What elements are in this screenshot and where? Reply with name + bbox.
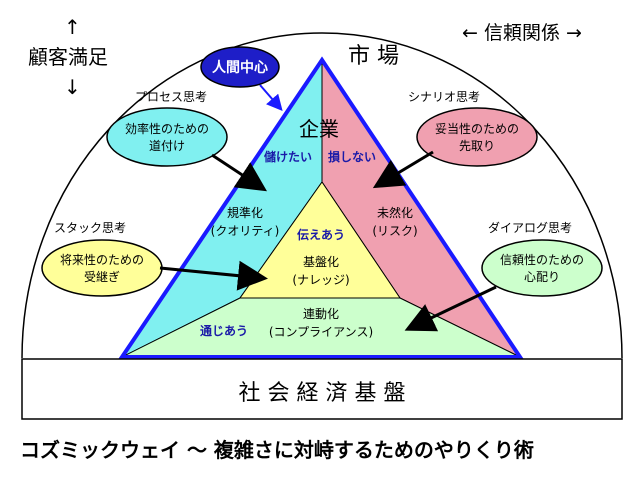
base-label: 社 会 経 済 基 盤 bbox=[238, 381, 406, 406]
profit-want-label: 儲けたい bbox=[264, 150, 313, 164]
no-loss-label: 損しない bbox=[328, 150, 377, 164]
human-centered-arrow bbox=[259, 84, 283, 112]
customer-satisfaction: ↑ 顧客満足 ↓ bbox=[18, 12, 118, 102]
market-dome bbox=[21, 32, 623, 359]
bubble-validity-line2: 先取り bbox=[458, 139, 495, 153]
human-centered-label: 人間中心 bbox=[212, 60, 268, 76]
bubble-future-line2: 受継ぎ bbox=[83, 270, 120, 284]
standardization-sub: (クオリティ) bbox=[210, 224, 280, 238]
bubble-trust-line1: 信頼性のための bbox=[499, 253, 584, 267]
coordination-sub: (コンプライアンス) bbox=[268, 325, 374, 339]
standardization-text: 規準化 (クオリティ) bbox=[200, 204, 290, 240]
foundation-text: 基盤化 (ナレッジ) bbox=[276, 253, 366, 289]
stack-thinking-label: スタック思考 bbox=[54, 221, 127, 235]
enterprise-label: 企業 bbox=[299, 117, 339, 141]
bubble-trust-text: 信頼性のための 心配り bbox=[482, 252, 602, 286]
arrow-efficiency bbox=[211, 153, 268, 192]
foundation-title: 基盤化 bbox=[302, 255, 339, 269]
up-arrow-icon: ↑ bbox=[64, 15, 81, 39]
down-arrow-icon: ↓ bbox=[64, 75, 81, 99]
right-arrow-icon: → bbox=[566, 22, 582, 44]
base-box bbox=[21, 358, 623, 420]
scenario-thinking-label: シナリオ思考 bbox=[408, 90, 481, 104]
bubble-trust bbox=[481, 239, 603, 297]
human-centered-ellipse bbox=[200, 46, 280, 88]
center-section-knowledge bbox=[239, 181, 401, 299]
arrow-future bbox=[159, 260, 268, 291]
bubble-validity bbox=[416, 107, 538, 167]
coordination-text: 連動化 (コンプライアンス) bbox=[256, 305, 386, 341]
left-arrow-icon: ← bbox=[462, 22, 478, 44]
arrow-validity bbox=[372, 150, 434, 189]
process-thinking-label: プロセス思考 bbox=[135, 90, 208, 104]
trust-relation-label: 信頼関係 bbox=[483, 22, 560, 44]
connect-label: 通じあう bbox=[200, 324, 249, 338]
bubble-efficiency-line1: 効率性のための bbox=[124, 122, 209, 136]
bubble-trust-line2: 心配り bbox=[523, 270, 560, 284]
bubble-validity-line1: 妥当性のための bbox=[434, 122, 519, 136]
prevention-text: 未然化 (リスク) bbox=[350, 204, 440, 240]
standardization-title: 規準化 bbox=[226, 206, 263, 220]
bubble-efficiency bbox=[106, 107, 228, 167]
prevention-title: 未然化 bbox=[376, 206, 413, 220]
bubble-future-text: 将来性のための 受継ぎ bbox=[42, 252, 162, 286]
footer-title: コズミックウェイ ～ 複雑さに対峙するためのやりくり術 bbox=[20, 438, 534, 462]
bubble-efficiency-line2: 道付け bbox=[148, 139, 185, 153]
customer-satisfaction-label: 顧客満足 bbox=[28, 45, 108, 69]
arrow-trust bbox=[404, 285, 497, 332]
foundation-sub: (ナレッジ) bbox=[292, 273, 350, 287]
trust-relation: ← 信頼関係 → bbox=[462, 18, 582, 45]
bubble-validity-text: 妥当性のための 先取り bbox=[417, 121, 537, 155]
prevention-sub: (リスク) bbox=[372, 224, 418, 238]
bubble-efficiency-text: 効率性のための 道付け bbox=[107, 121, 227, 155]
bubble-future-line1: 将来性のための bbox=[59, 253, 144, 267]
dialogue-thinking-label: ダイアログ思考 bbox=[488, 221, 573, 235]
market-label: 市 場 bbox=[348, 44, 399, 69]
enterprise-triangle-outline bbox=[118, 56, 524, 359]
convey-label: 伝えあう bbox=[297, 228, 346, 242]
coordination-title: 連動化 bbox=[302, 307, 339, 321]
